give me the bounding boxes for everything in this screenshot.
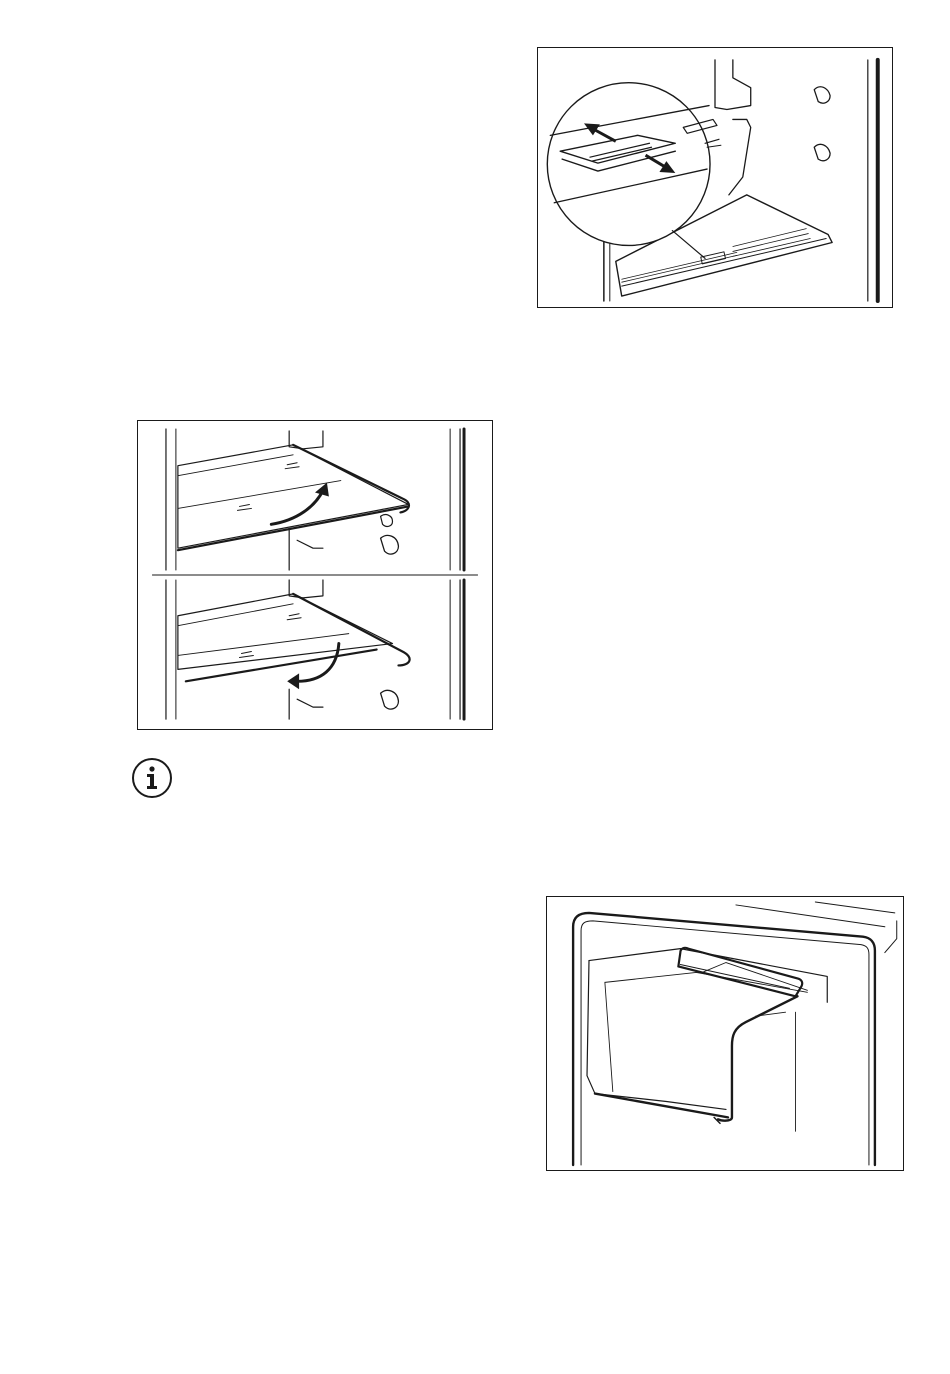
shelf-tilt-up-panel bbox=[166, 429, 464, 570]
dispenser-illustration bbox=[546, 896, 904, 1171]
vent-slider-drawing bbox=[538, 48, 892, 307]
info-icon bbox=[131, 757, 173, 799]
shelf-removal-illustration bbox=[137, 420, 493, 730]
vent-slider-illustration bbox=[537, 47, 893, 308]
shelf-removal-drawing bbox=[138, 421, 492, 729]
dispenser-drawing bbox=[547, 897, 903, 1170]
shelf-tilt-down-panel bbox=[166, 580, 464, 719]
